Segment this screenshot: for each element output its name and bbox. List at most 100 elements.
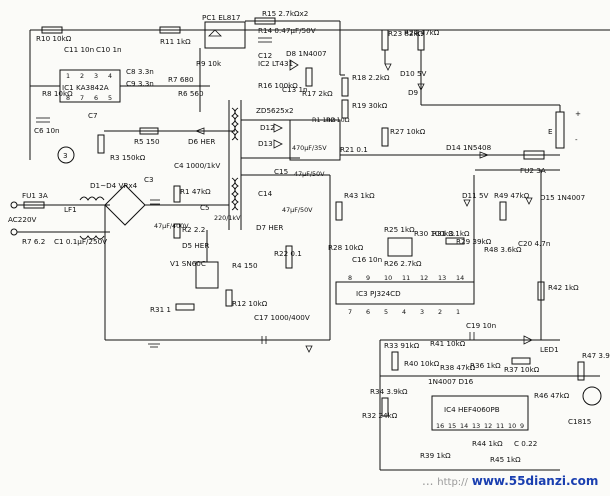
svg-text:16: 16 bbox=[436, 422, 444, 430]
svg-text:47μF/50V: 47μF/50V bbox=[294, 170, 325, 178]
svg-text:R25 1kΩ: R25 1kΩ bbox=[384, 225, 415, 234]
svg-text:12: 12 bbox=[484, 422, 492, 430]
svg-text:47μF/50V: 47μF/50V bbox=[282, 206, 313, 214]
resistor-symbol bbox=[285, 245, 293, 269]
resistor-symbol bbox=[381, 127, 389, 147]
svg-text:R33 91kΩ: R33 91kΩ bbox=[384, 341, 420, 350]
svg-text:R1 47kΩ: R1 47kΩ bbox=[180, 187, 211, 196]
svg-text:C10 1n: C10 1n bbox=[96, 45, 122, 54]
svg-text:R46 47kΩ: R46 47kΩ bbox=[534, 391, 570, 400]
svg-text:R9 10k: R9 10k bbox=[196, 59, 222, 68]
svg-text:R30 100kΩ: R30 100kΩ bbox=[414, 229, 454, 238]
svg-text:R31 3.1kΩ: R31 3.1kΩ bbox=[432, 229, 470, 238]
svg-text:1N4007 D16: 1N4007 D16 bbox=[428, 377, 474, 386]
svg-text:8: 8 bbox=[348, 274, 352, 282]
label-ic1: IC1 KA3842A bbox=[62, 83, 109, 92]
svg-text:D7 HER: D7 HER bbox=[256, 223, 283, 232]
resistor-symbol bbox=[577, 361, 585, 381]
svg-text:220/1kV: 220/1kV bbox=[214, 214, 241, 222]
rectifier-block bbox=[289, 119, 341, 161]
svg-text:7: 7 bbox=[348, 308, 352, 316]
svg-text:D5 HER: D5 HER bbox=[182, 241, 209, 250]
svg-text:IC2 LT431: IC2 LT431 bbox=[258, 59, 293, 68]
ic4-package bbox=[431, 395, 529, 431]
svg-text:+: + bbox=[575, 109, 581, 118]
svg-text:V1 SN60C: V1 SN60C bbox=[170, 259, 206, 268]
circuit-number: 3 bbox=[63, 151, 68, 160]
resistor-symbol bbox=[381, 397, 389, 417]
svg-text:D1~D4 VRx4: D1~D4 VRx4 bbox=[90, 181, 138, 190]
svg-text:47μF/400V: 47μF/400V bbox=[154, 222, 189, 230]
label-pc1: PC1 EL817 bbox=[202, 13, 240, 22]
svg-text:D13: D13 bbox=[258, 139, 273, 148]
svg-text:5: 5 bbox=[108, 94, 112, 102]
svg-text:11: 11 bbox=[496, 422, 504, 430]
svg-text:R7 6.2: R7 6.2 bbox=[22, 237, 45, 246]
resistor-symbol bbox=[499, 201, 507, 221]
svg-text:R22 0.1: R22 0.1 bbox=[274, 249, 302, 258]
resistor-symbol bbox=[341, 77, 349, 97]
svg-text:9: 9 bbox=[520, 422, 524, 430]
resistor-symbol bbox=[173, 185, 181, 203]
svg-text:R21 0.1: R21 0.1 bbox=[340, 145, 368, 154]
svg-text:C16 10n: C16 10n bbox=[352, 255, 382, 264]
svg-text:9: 9 bbox=[366, 274, 370, 282]
resistor-symbol bbox=[305, 67, 313, 87]
resistor-symbol bbox=[225, 289, 233, 307]
label-d10: D10 5V bbox=[400, 69, 427, 78]
mains-terminal bbox=[10, 228, 18, 236]
svg-text:R31 1: R31 1 bbox=[150, 305, 171, 314]
svg-text:D12: D12 bbox=[260, 123, 275, 132]
svg-text:R7 680: R7 680 bbox=[168, 75, 194, 84]
svg-text:C14: C14 bbox=[258, 189, 273, 198]
transistor-symbol bbox=[582, 386, 602, 406]
svg-text:13: 13 bbox=[438, 274, 446, 282]
svg-text:6: 6 bbox=[94, 94, 98, 102]
svg-text:FU1 3A: FU1 3A bbox=[22, 191, 48, 200]
optocoupler-symbol bbox=[204, 21, 246, 49]
resistor-network bbox=[387, 237, 413, 257]
label-r11: R11 1kΩ bbox=[160, 37, 191, 46]
svg-text:4: 4 bbox=[108, 72, 112, 80]
watermark-prefix: http:// bbox=[437, 477, 468, 488]
svg-text:D15 1N4007: D15 1N4007 bbox=[540, 193, 585, 202]
resistor-symbol bbox=[175, 303, 195, 311]
resistor-symbol bbox=[335, 201, 343, 221]
svg-text:C5: C5 bbox=[200, 203, 210, 212]
svg-text:1: 1 bbox=[456, 308, 460, 316]
svg-text:R42 1kΩ: R42 1kΩ bbox=[548, 283, 579, 292]
svg-text:6: 6 bbox=[366, 308, 370, 316]
mains-terminal bbox=[10, 201, 18, 209]
watermark-site: www.55dianzi.com bbox=[471, 474, 599, 488]
svg-text:8: 8 bbox=[66, 94, 70, 102]
svg-text:LED1: LED1 bbox=[540, 345, 559, 354]
label-r10: R10 10kΩ bbox=[36, 34, 72, 43]
svg-text:15: 15 bbox=[448, 422, 456, 430]
svg-text:R41 10kΩ: R41 10kΩ bbox=[430, 339, 466, 348]
svg-text:14: 14 bbox=[460, 422, 468, 430]
svg-text:C20 4.7n: C20 4.7n bbox=[518, 239, 550, 248]
watermark-dots: ... bbox=[422, 474, 434, 488]
svg-text:10: 10 bbox=[384, 274, 392, 282]
svg-text:R19 30kΩ: R19 30kΩ bbox=[352, 101, 388, 110]
svg-text:C11 10n: C11 10n bbox=[64, 45, 94, 54]
circuit-number-badge bbox=[57, 146, 75, 164]
svg-text:AC220V: AC220V bbox=[8, 215, 37, 224]
svg-text:R44 1kΩ: R44 1kΩ bbox=[472, 439, 503, 448]
svg-text:470μF/35V: 470μF/35V bbox=[292, 144, 327, 152]
label-d9: D9 bbox=[408, 88, 419, 97]
svg-text:5: 5 bbox=[384, 308, 388, 316]
resistor-symbol bbox=[97, 134, 105, 154]
label-r14: R14 0.47μF/50V bbox=[258, 26, 316, 35]
svg-text:C6 10n: C6 10n bbox=[34, 126, 60, 135]
resistor-symbol bbox=[173, 223, 181, 239]
label-r24: R24 47kΩ bbox=[404, 28, 440, 37]
fuse-symbol bbox=[523, 150, 545, 160]
svg-text:R4 150: R4 150 bbox=[232, 261, 258, 270]
watermark: ... http:// www.55dianzi.com bbox=[422, 474, 598, 488]
svg-text:4: 4 bbox=[402, 308, 406, 316]
svg-text:R16 100kΩ: R16 100kΩ bbox=[258, 81, 298, 90]
svg-text:R3 150kΩ: R3 150kΩ bbox=[110, 153, 146, 162]
svg-text:C15: C15 bbox=[274, 167, 288, 176]
svg-text:R40 10kΩ: R40 10kΩ bbox=[404, 359, 440, 368]
